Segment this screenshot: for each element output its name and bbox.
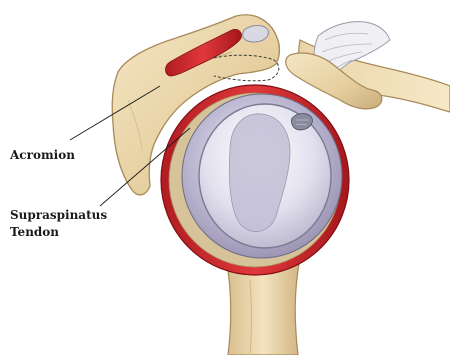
label-supraspinatus: Supraspinatus [10, 208, 107, 222]
label-tendon: Tendon [10, 225, 59, 239]
glenoid-fossa [199, 104, 331, 248]
acromioclavicular-joint [243, 26, 269, 43]
label-acromion: Acromion [9, 148, 75, 162]
